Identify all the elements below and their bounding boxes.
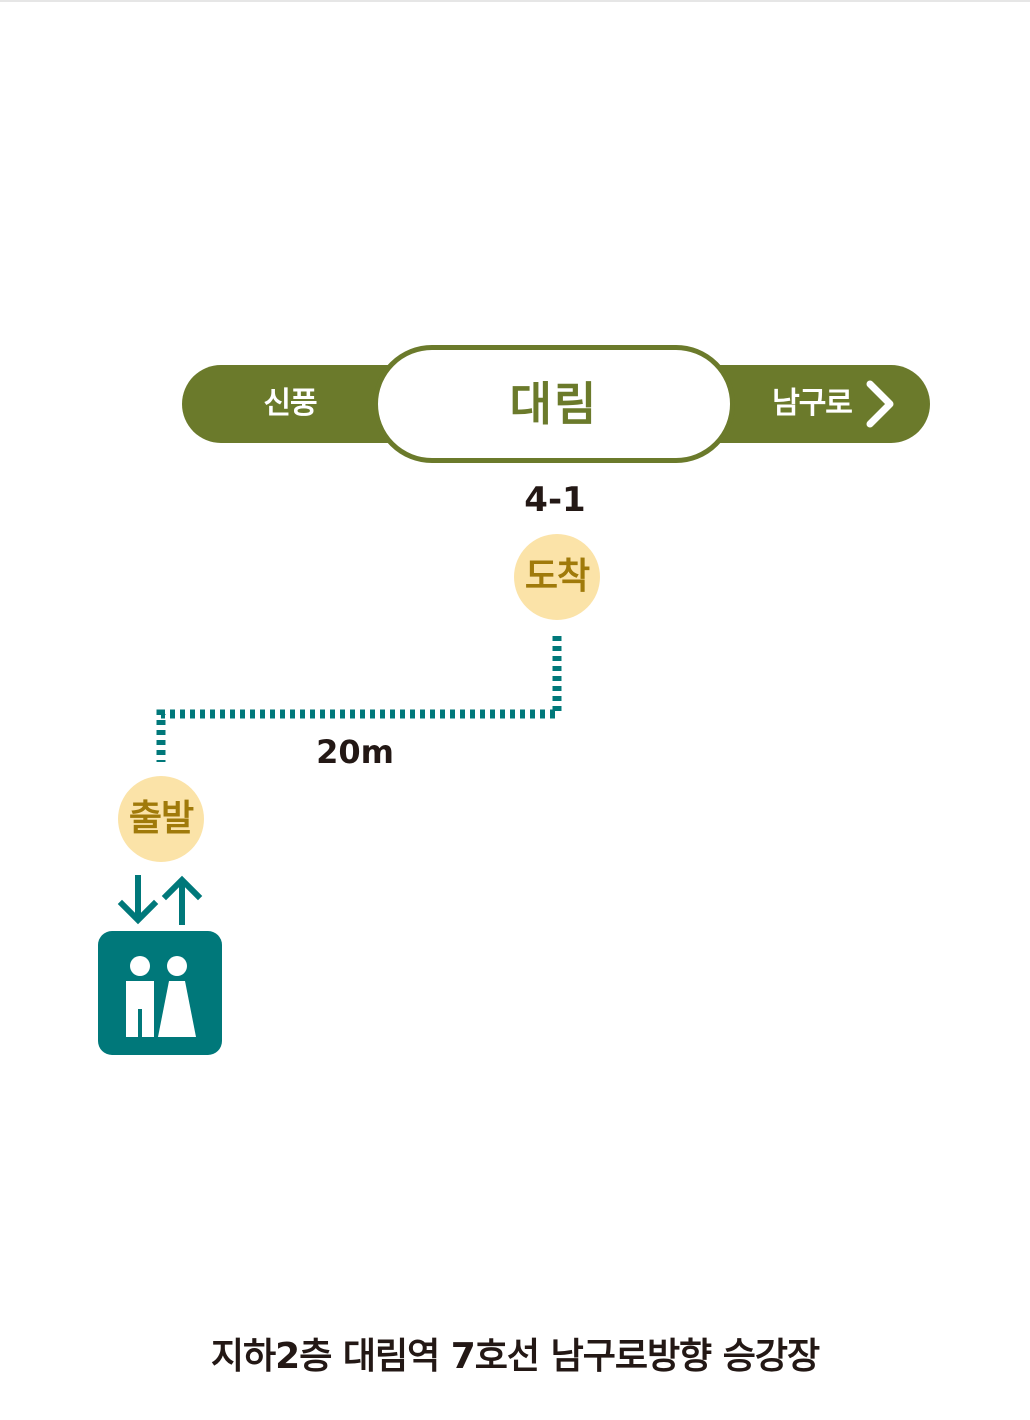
location-caption: 지하2층 대림역 7호선 남구로방향 승강장 <box>210 1336 820 1377</box>
door-number: 4-1 <box>524 480 586 520</box>
elevator-icon <box>98 931 222 1055</box>
current-station-label: 대림 <box>509 377 599 431</box>
next-station-label: 남구로 <box>772 386 853 421</box>
route-distance: 20m <box>316 733 394 771</box>
current-station-pill: 대림 <box>373 345 735 463</box>
arrival-badge: 도착 <box>514 534 600 620</box>
departure-badge: 출발 <box>118 776 204 862</box>
up-down-arrows-icon <box>117 875 203 925</box>
elevator-figures-icon <box>126 956 196 1037</box>
prev-station-label: 신풍 <box>263 386 317 421</box>
top-divider <box>0 0 1030 2</box>
chevron-right-icon <box>866 380 894 428</box>
